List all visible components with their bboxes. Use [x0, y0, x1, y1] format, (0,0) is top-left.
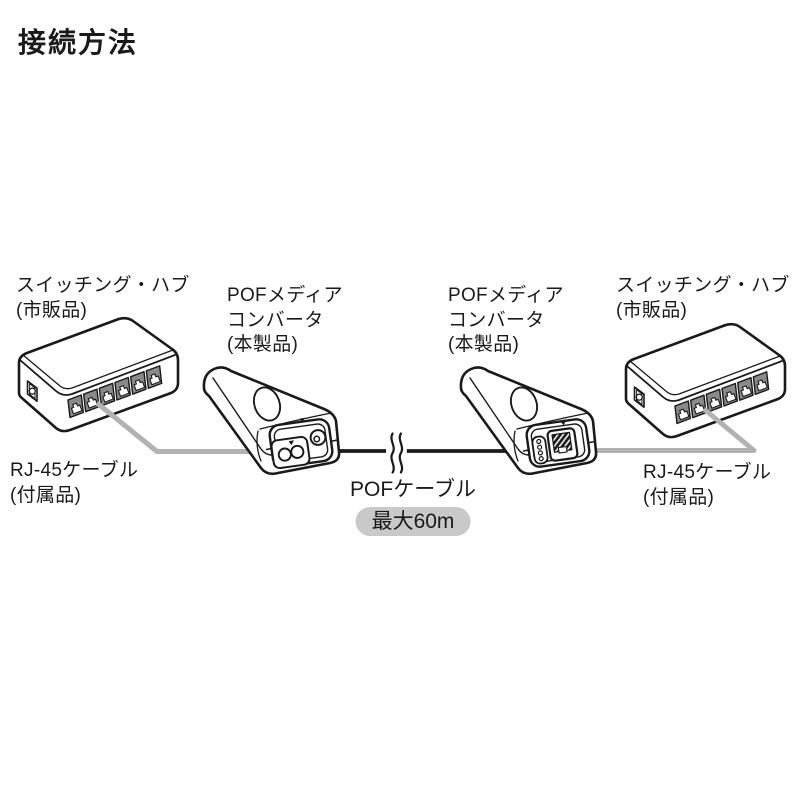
switching-hub-right-illustration: [626, 324, 785, 437]
converter-left-line2: コンバータ: [227, 309, 324, 331]
rj45-cable-left-line: [95, 401, 264, 454]
rj45-cable-right-label: RJ-45ケーブル (付属品): [643, 461, 771, 510]
rj45-left-line1: RJ-45ケーブル: [10, 460, 139, 481]
hub-left-note: (市販品): [16, 299, 88, 321]
hub-right-label: スイッチング・ハブ (市販品): [616, 274, 790, 323]
converter-left-label: POFメディア コンバータ (本製品): [227, 284, 343, 358]
pof-media-converter-right-illustration: [459, 366, 598, 476]
cable-break-squiggle: [390, 432, 404, 474]
mini-connector-icon: [531, 435, 549, 465]
bezel-mark-triangle: [299, 417, 305, 423]
pof-media-converter-left-illustration: [202, 366, 341, 476]
hub-left-label: スイッチング・ハブ (市販品): [16, 274, 190, 323]
hub-right-name: スイッチング・ハブ: [616, 275, 790, 296]
converter-left-line3: (本製品): [227, 334, 299, 355]
converter-right-line3: (本製品): [448, 334, 520, 355]
pof-cable-label: POFケーブル: [350, 478, 476, 501]
page-title: 接続方法: [18, 27, 139, 58]
switching-hub-left-illustration: [19, 318, 178, 431]
rj45-right-line2: (付属品): [643, 486, 715, 508]
pof-duplex-connector-icon: [270, 435, 311, 470]
max-length-badge: 最大60m: [355, 507, 471, 536]
bezel-side-notches: [522, 441, 594, 452]
bezel-side-notches: [265, 439, 337, 451]
rj45-cable-right-line: [584, 407, 757, 453]
hub-right-note: (市販品): [616, 299, 688, 321]
bezel-mark-triangle: [560, 420, 566, 426]
converter-right-line2: コンバータ: [448, 309, 545, 331]
converter-right-label: POFメディア コンバータ (本製品): [448, 284, 564, 358]
rj45-socket-icon: [546, 427, 579, 462]
converter-right-line1: POFメディア: [448, 285, 564, 306]
rj45-cable-left-label: RJ-45ケーブル (付属品): [10, 459, 138, 508]
hub-left-name: スイッチング・ハブ: [16, 275, 190, 296]
rj45-left-line2: (付属品): [10, 484, 82, 506]
converter-left-line1: POFメディア: [227, 285, 343, 306]
power-jack-icon: [309, 429, 327, 446]
rj45-right-line1: RJ-45ケーブル: [643, 462, 772, 483]
